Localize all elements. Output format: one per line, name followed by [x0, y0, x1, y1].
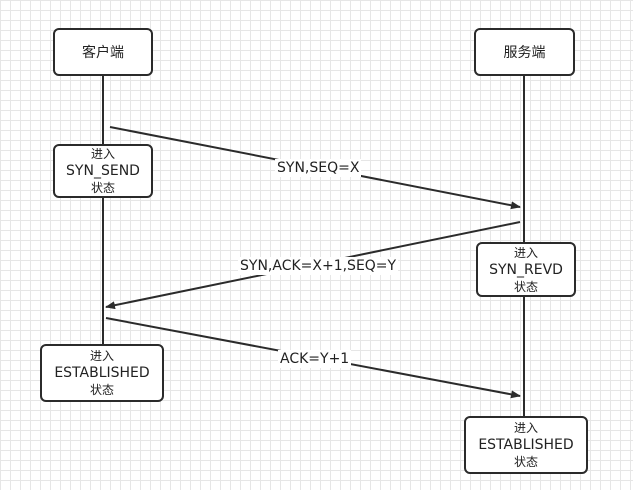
syn-revd-name: SYN_REVD — [489, 261, 563, 278]
server-participant-box: 服务端 — [474, 28, 575, 76]
server-participant-label: 服务端 — [503, 45, 546, 61]
syn-ack-message-label: SYN,ACK=X+1,SEQ=Y — [238, 257, 399, 275]
syn-send-suffix: 状态 — [90, 181, 115, 195]
syn-send-prefix: 进入 — [90, 147, 115, 161]
server-established-state-box: 进入 ESTABLISHED 状态 — [464, 416, 588, 474]
syn-send-name: SYN_SEND — [66, 163, 140, 179]
client-established-prefix: 进入 — [89, 349, 114, 363]
syn-message-label: SYN,SEQ=X — [275, 159, 362, 177]
syn-revd-state-box: 进入 SYN_REVD 状态 — [476, 242, 576, 297]
server-established-prefix: 进入 — [513, 421, 538, 435]
server-established-suffix: 状态 — [513, 455, 538, 469]
client-established-state-box: 进入 ESTABLISHED 状态 — [40, 344, 164, 402]
syn-send-state-box: 进入 SYN_SEND 状态 — [53, 144, 153, 198]
server-established-name: ESTABLISHED — [478, 437, 574, 453]
syn-revd-suffix: 状态 — [513, 279, 538, 294]
client-participant-box: 客户端 — [53, 28, 153, 76]
client-participant-label: 客户端 — [82, 45, 124, 61]
client-established-name: ESTABLISHED — [54, 365, 150, 381]
ack-message-label: ACK=Y+1 — [278, 350, 352, 368]
syn-revd-prefix: 进入 — [513, 245, 538, 260]
client-established-suffix: 状态 — [89, 383, 114, 397]
